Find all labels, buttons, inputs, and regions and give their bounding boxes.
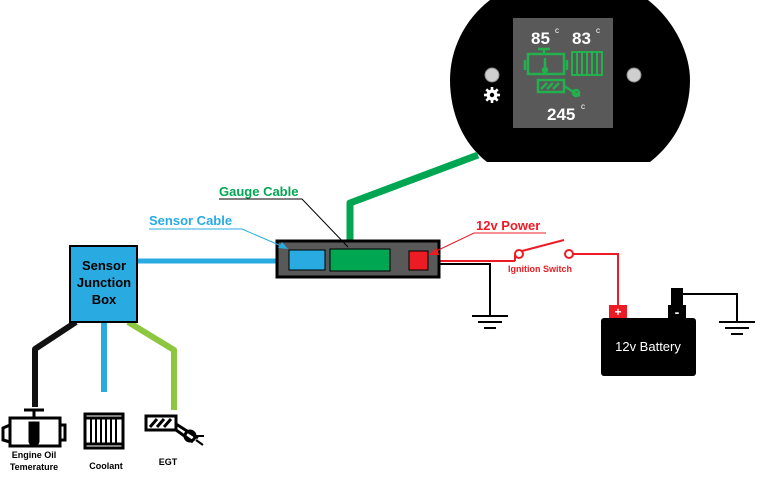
battery-negative-terminal	[671, 288, 683, 307]
ignition-switch-contact-right	[564, 249, 574, 259]
battery-negative-cap	[668, 305, 686, 319]
ground-symbol-icon	[472, 315, 508, 329]
power-port[interactable]	[408, 250, 429, 271]
coolant-icon	[83, 412, 125, 450]
gauge-cable-label: Gauge Cable	[219, 184, 298, 199]
battery: + - 12v Battery	[601, 288, 696, 376]
battery-minus-sign: -	[675, 304, 680, 320]
egt-temp-unit: c	[581, 102, 585, 111]
gauge-cable-port[interactable]	[329, 248, 391, 272]
engine-oil-label-line2: Temerature	[10, 462, 58, 472]
engine-oil-label-line1: Engine Oil	[12, 450, 57, 460]
power-arrowhead	[428, 248, 439, 255]
gauge: 85 c 83 c 245 c	[450, 0, 690, 162]
sensor-cable-port[interactable]	[288, 249, 326, 271]
battery-ground-symbol-icon	[719, 321, 755, 335]
gauge-left-button[interactable]	[484, 67, 500, 83]
oil-temp-readout: 85	[531, 29, 550, 48]
gear-icon[interactable]	[484, 87, 500, 103]
screen-engine-oil-icon	[523, 47, 569, 76]
battery-body	[601, 318, 696, 376]
power-wire-to-battery	[573, 253, 619, 308]
coolant-temp-readout: 83	[572, 29, 591, 48]
coolant-temp-unit: c	[596, 26, 600, 35]
ignition-switch-label: Ignition Switch	[508, 264, 572, 274]
egt-label: EGT	[159, 457, 178, 467]
screen-egt-icon	[536, 78, 581, 98]
ignition-switch-lever[interactable]	[521, 239, 565, 252]
power-label: 12v Power	[476, 218, 540, 233]
sensor-cable-arrowhead	[278, 242, 288, 249]
ignition-switch-contact-left	[514, 249, 524, 259]
engine-oil-icon	[1, 408, 67, 448]
sensor-cable-label: Sensor Cable	[149, 213, 232, 228]
power-leader	[429, 232, 546, 255]
battery-plus-sign: +	[614, 305, 621, 319]
sensor-junction-box: Sensor Junction Box	[69, 245, 138, 323]
gauge-right-button[interactable]	[626, 67, 642, 83]
connector-block	[275, 239, 441, 279]
battery-label: 12v Battery	[615, 339, 681, 354]
gauge-cable-leader	[219, 198, 349, 248]
junction-box-label-line2: Junction	[77, 275, 131, 290]
battery-positive-terminal	[609, 305, 627, 319]
block-ground-wire	[428, 263, 491, 316]
screen-coolant-icon	[571, 51, 603, 76]
battery-ground-wire	[680, 293, 738, 322]
oil-sensor-cable	[32, 319, 78, 407]
coolant-label: Coolant	[89, 461, 123, 471]
egt-sensor-cable	[126, 319, 177, 410]
oil-temp-unit: c	[555, 26, 559, 35]
egt-temp-readout: 245	[547, 105, 575, 124]
junction-box-label-line3: Box	[92, 292, 117, 307]
gauge-cable	[346, 151, 480, 246]
sensor-cable-leader	[149, 228, 287, 249]
egt-icon	[144, 414, 204, 446]
junction-box-label-line1: Sensor	[82, 258, 126, 273]
